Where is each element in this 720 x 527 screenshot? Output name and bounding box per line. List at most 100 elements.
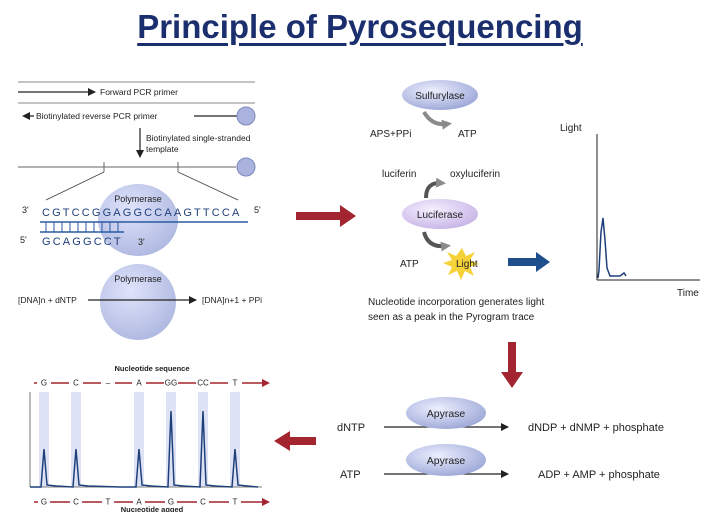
reverse-primer-label: Biotinylated reverse PCR primer [36,111,158,121]
zoom-line-left [45,171,105,201]
zoom-line-right [177,171,239,201]
base-pair-ticks [45,222,119,232]
pyrogram-bottom-letter-bg [38,497,50,508]
pyrogram-bottom-letter: T [233,498,238,507]
pyrogram-bottom-letter: C [73,498,79,507]
pyrogram-bottom-arrowhead [262,498,270,506]
trace-peak [597,217,627,279]
forward-primer-label: Forward PCR primer [100,87,178,97]
pyrogram-bottom-letter-bg [133,497,145,508]
pyrogram-top-letter: G [41,379,47,388]
light-label: Light [456,259,478,270]
light-burst [443,248,479,280]
biotin-bead-1 [236,106,256,126]
arrow-left-red [274,431,316,451]
pyrogram-bottom-letter: G [168,498,174,507]
template-label-2: template [146,144,179,154]
pyrogram-band [71,392,81,487]
luciferin-label: luciferin [382,169,416,180]
pyrogram-top-letters: G C – A GG CC T [37,378,242,389]
reaction-right: [DNA]n+1 + PPi [202,295,262,305]
strand-top-3-end: 5' [254,205,261,215]
sulfurylase-label: Sulfurylase [415,91,465,102]
arrow-down-red [501,342,523,388]
panel-apyrase: dNTP Apyrase dNDP + dNMP + phosphate ATP… [337,397,664,481]
pyrogram-bottom-letter: C [200,498,206,507]
panel-light-trace: Light Time [560,123,700,299]
pyrogram-top-letter-bg [69,378,83,389]
aps-ppi-label: APS+PPi [370,129,411,140]
pyrogram-top-letter: C [73,379,79,388]
pyrogram-trace [30,410,259,488]
polymerase-2-label: Polymerase [114,274,162,284]
atp-label-1: ATP [458,129,477,140]
apyrase-label-2: Apyrase [427,455,466,467]
biotin-bead-2 [236,157,256,177]
luciferase-curved-arrow [422,231,451,252]
reaction2-left: ATP [340,469,361,481]
atp-label-2: ATP [400,259,419,270]
pyrogram-top-letter: T [233,379,238,388]
pyrogram-top-letter-bg [228,378,242,389]
pyrogram-bottom-letter-bg [70,497,82,508]
reaction2-right: ADP + AMP + phosphate [538,469,660,481]
pyrogram-bottom-letter: T [106,498,111,507]
reaction-left: [DNA]n + dNTP [18,295,77,305]
trace-y-label: Light [560,123,582,134]
pyrogram-top-letter: – [106,379,111,388]
pyrogram-bands [39,392,240,487]
polymerase-2 [100,264,176,340]
apyrase-enzyme-2 [406,444,486,476]
pyrogram-bottom-letter: G [41,498,47,507]
pyrogram-top-letter-bg [37,378,51,389]
strand-bottom-3-end: 3' [138,237,145,247]
pyrogram-top-letter-bg [164,378,178,389]
template-label-1: Biotinylated single-stranded [146,133,251,143]
luciferin-curved-arrow [424,177,446,199]
strand-bottom-sequence: GCAGGCCT [42,236,123,248]
page-title: Principle of Pyrosequencing [137,8,583,45]
pyrogram-top-letter-bg [101,378,115,389]
panel-pcr-template: Forward PCR primer Biotinylated reverse … [18,81,262,340]
luciferase-enzyme [402,199,478,229]
pyrogram-top-letter: A [136,379,142,388]
pyrogram-top-letter-bg [196,378,210,389]
reaction1-left: dNTP [337,422,365,434]
arrow-right-red [296,205,356,227]
trace-x-label: Time [677,288,699,299]
caption-line-1: Nucleotide incorporation generates light [368,297,544,308]
pyrogram-band [198,392,208,487]
reverse-primer-label-bg [34,109,194,121]
pyrogram-band [230,392,240,487]
apyrase-label-1: Apyrase [427,408,466,420]
pyrogram-band [166,392,176,487]
luciferase-label: Luciferase [417,210,464,221]
pyrogram-top-letter-bg [132,378,146,389]
strand-top-sequence: CGTCCGGAGGCCAAGTTCCA [42,207,241,219]
sulfurylase-enzyme [402,80,478,110]
pyrogram-top-letter: GG [165,379,177,388]
reaction1-right: dNDP + dNMP + phosphate [528,422,664,434]
pyrogram-bottom-letter-bg [197,497,209,508]
panel-enzyme-cascade: Sulfurylase APS+PPi ATP luciferin oxyluc… [368,80,544,323]
pyrogram-top-letter: CC [197,379,209,388]
strand-top-5-end: 3' [22,205,29,215]
pyrogram-bottom-letter: A [136,498,142,507]
sulfurylase-curved-arrow [422,110,452,130]
oxyluciferin-label: oxyluciferin [450,169,500,180]
strand-bottom-5-end: 5' [20,235,27,245]
pyrogram-bottom-letter-bg [102,497,114,508]
pyrogram-bottom-letter-bg [165,497,177,508]
polymerase-1 [98,184,178,256]
pyrogram-bottom-letter-bg [229,497,241,508]
apyrase-enzyme-1 [406,397,486,429]
pyrogram-band [134,392,144,487]
reverse-primer-arrowhead [22,112,30,120]
caption-line-2: seen as a peak in the Pyrogram trace [368,312,535,323]
pyrogram-band [39,392,49,487]
nucleotide-added-label: Nucleotide added [121,505,184,514]
polymerase-1-label: Polymerase [114,194,162,204]
